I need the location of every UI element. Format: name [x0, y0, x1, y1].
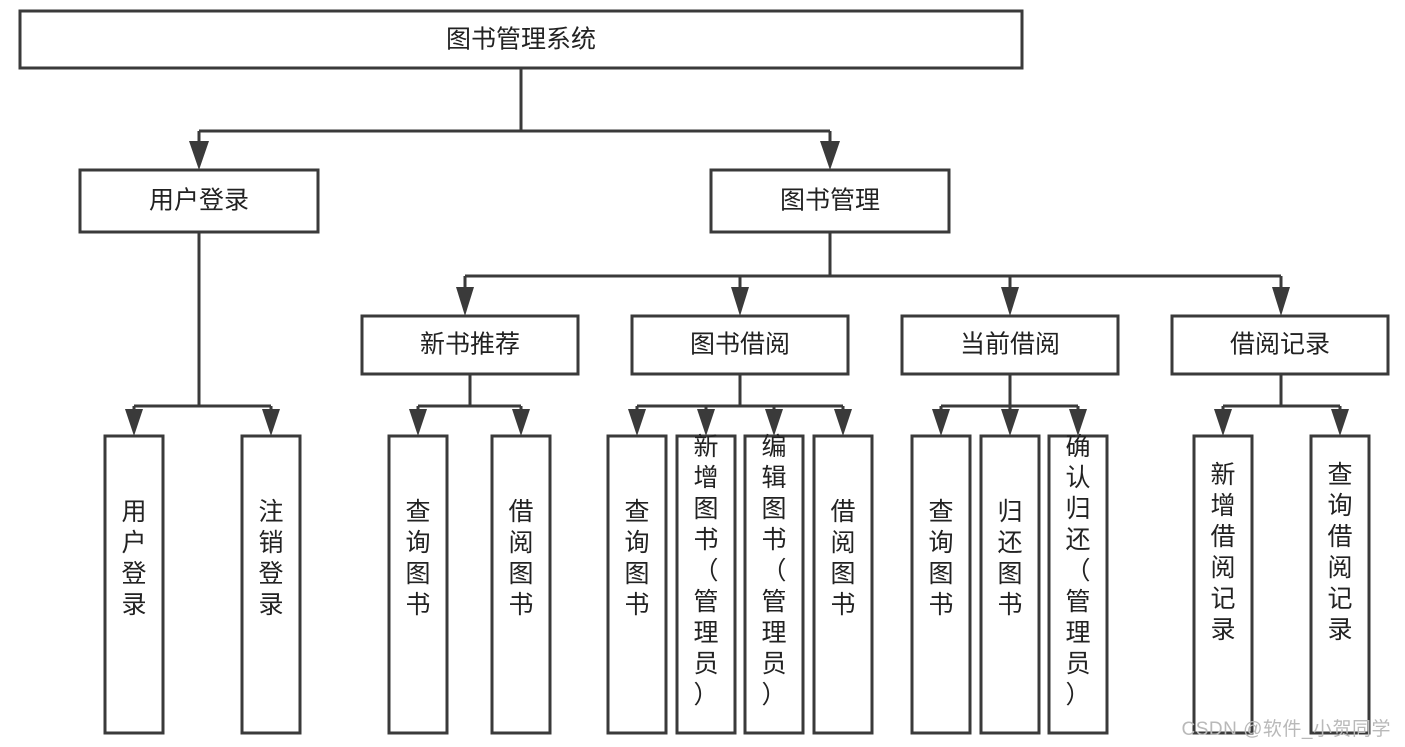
- leaf-label: 编辑图书（管理员）: [761, 433, 786, 709]
- arrow-icon-root-to-user-login: [189, 141, 209, 170]
- leaf-label: 新增借阅记录: [1210, 461, 1235, 644]
- leaf-label: 查询图书: [405, 498, 430, 619]
- arrow-icon-cb-leaf-1: [932, 409, 950, 436]
- leaf-box: [606, 434, 668, 735]
- arrow-icon-bb-leaf-2: [697, 409, 715, 436]
- arrow-icon-nb-leaf-1: [409, 409, 427, 436]
- leaf-node-currentborrow-confirm-return[interactable]: 确认归还（管理员）: [1047, 433, 1109, 735]
- node-new-book-recommend[interactable]: 新书推荐: [360, 314, 580, 376]
- connectors-root-to-level2: [189, 68, 840, 170]
- leaf-node-newbook-borrow-book[interactable]: 借阅图书: [490, 434, 552, 735]
- node-current-borrow[interactable]: 当前借阅: [900, 314, 1120, 376]
- node-user-login-label: 用户登录: [149, 187, 249, 215]
- leaf-node-borrowrecord-add-record[interactable]: 新增借阅记录: [1192, 434, 1254, 735]
- node-user-login[interactable]: 用户登录: [78, 168, 320, 234]
- leaf-label: 确认归还（管理员）: [1065, 433, 1090, 709]
- connectors-newbook-to-leaves: [409, 374, 530, 436]
- connectors-userlogin-to-leaves: [125, 232, 280, 436]
- arrow-icon-bb-leaf-3: [765, 409, 783, 436]
- leaf-label: 归还图书: [997, 498, 1022, 619]
- leaf-label: 注销登录: [258, 498, 283, 619]
- node-root-book-management-system[interactable]: 图书管理系统: [18, 9, 1024, 70]
- leaf-node-borrowrecord-query-record[interactable]: 查询借阅记录: [1309, 434, 1371, 735]
- leaf-label: 新增图书（管理员）: [693, 433, 718, 709]
- leaf-node-user-login-login[interactable]: 用户登录: [103, 434, 165, 735]
- arrow-icon-br-leaf-2: [1331, 409, 1349, 436]
- node-book-management[interactable]: 图书管理: [709, 168, 951, 234]
- leaf-node-bookborrow-edit-book[interactable]: 编辑图书（管理员）: [743, 433, 805, 735]
- leaf-box: [743, 434, 805, 735]
- leaf-box: [910, 434, 972, 735]
- connectors-currentborrow-to-leaves: [932, 374, 1087, 436]
- connectors-bookborrow-to-leaves: [628, 374, 852, 436]
- leaf-box: [387, 434, 449, 735]
- node-root-label: 图书管理系统: [446, 26, 596, 54]
- node-book-borrow-box: [630, 314, 850, 376]
- node-borrow-record[interactable]: 借阅记录: [1170, 314, 1390, 376]
- node-root-box: [18, 9, 1024, 70]
- arrow-icon-ul-leaf-1: [125, 409, 143, 436]
- node-user-login-box: [78, 168, 320, 234]
- arrow-icon-to-borrow-record: [1272, 287, 1290, 316]
- arrow-icon-to-book-borrow: [731, 287, 749, 316]
- leaf-box: [103, 434, 165, 735]
- leaf-label: 用户登录: [121, 498, 146, 619]
- node-borrow-record-box: [1170, 314, 1390, 376]
- leaf-box: [1192, 434, 1254, 735]
- connectors-borrowrecord-to-leaves: [1214, 374, 1349, 436]
- leaf-box: [812, 434, 874, 735]
- node-current-borrow-box: [900, 314, 1120, 376]
- leaf-box: [490, 434, 552, 735]
- leaf-label: 借阅图书: [508, 498, 533, 619]
- leaf-node-bookborrow-add-book[interactable]: 新增图书（管理员）: [675, 433, 737, 735]
- leaf-node-bookborrow-borrow-book[interactable]: 借阅图书: [812, 434, 874, 735]
- leaf-label: 查询借阅记录: [1327, 461, 1352, 644]
- leaf-label: 借阅图书: [830, 498, 855, 619]
- node-borrow-record-label: 借阅记录: [1230, 331, 1330, 359]
- arrow-icon-cb-leaf-3: [1069, 409, 1087, 436]
- arrow-icon-to-current-borrow: [1001, 287, 1019, 316]
- leaf-node-newbook-query-book[interactable]: 查询图书: [387, 434, 449, 735]
- leaf-node-bookborrow-query-book[interactable]: 查询图书: [606, 434, 668, 735]
- arrow-icon-ul-leaf-2: [262, 409, 280, 436]
- arrow-icon-nb-leaf-2: [512, 409, 530, 436]
- leaf-label: 查询图书: [624, 498, 649, 619]
- csdn-watermark: CSDN @软件_小贺同学: [1181, 719, 1391, 740]
- leaf-box: [979, 434, 1041, 735]
- arrow-icon-bb-leaf-1: [628, 409, 646, 436]
- leaf-node-user-login-logout[interactable]: 注销登录: [240, 434, 302, 735]
- node-book-borrow[interactable]: 图书借阅: [630, 314, 850, 376]
- arrow-icon-cb-leaf-2: [1001, 409, 1019, 436]
- leaf-box: [675, 434, 737, 735]
- node-book-borrow-label: 图书借阅: [690, 331, 790, 359]
- leaf-node-currentborrow-query-book[interactable]: 查询图书: [910, 434, 972, 735]
- arrow-icon-root-to-book-manage: [820, 141, 840, 170]
- leaf-box: [1047, 434, 1109, 735]
- arrow-icon-br-leaf-1: [1214, 409, 1232, 436]
- connectors-bookmanage-to-level3: [456, 232, 1290, 316]
- leaf-node-currentborrow-return-book[interactable]: 归还图书: [979, 434, 1041, 735]
- node-book-management-label: 图书管理: [780, 187, 880, 215]
- node-current-borrow-label: 当前借阅: [960, 331, 1060, 359]
- node-book-management-box: [709, 168, 951, 234]
- node-new-book-recommend-label: 新书推荐: [420, 331, 520, 359]
- node-new-book-recommend-box: [360, 314, 580, 376]
- leaf-box: [1309, 434, 1371, 735]
- leaf-label: 查询图书: [928, 498, 953, 619]
- leaf-box: [240, 434, 302, 735]
- arrow-icon-bb-leaf-4: [834, 409, 852, 436]
- arrow-icon-to-new-book: [456, 287, 474, 316]
